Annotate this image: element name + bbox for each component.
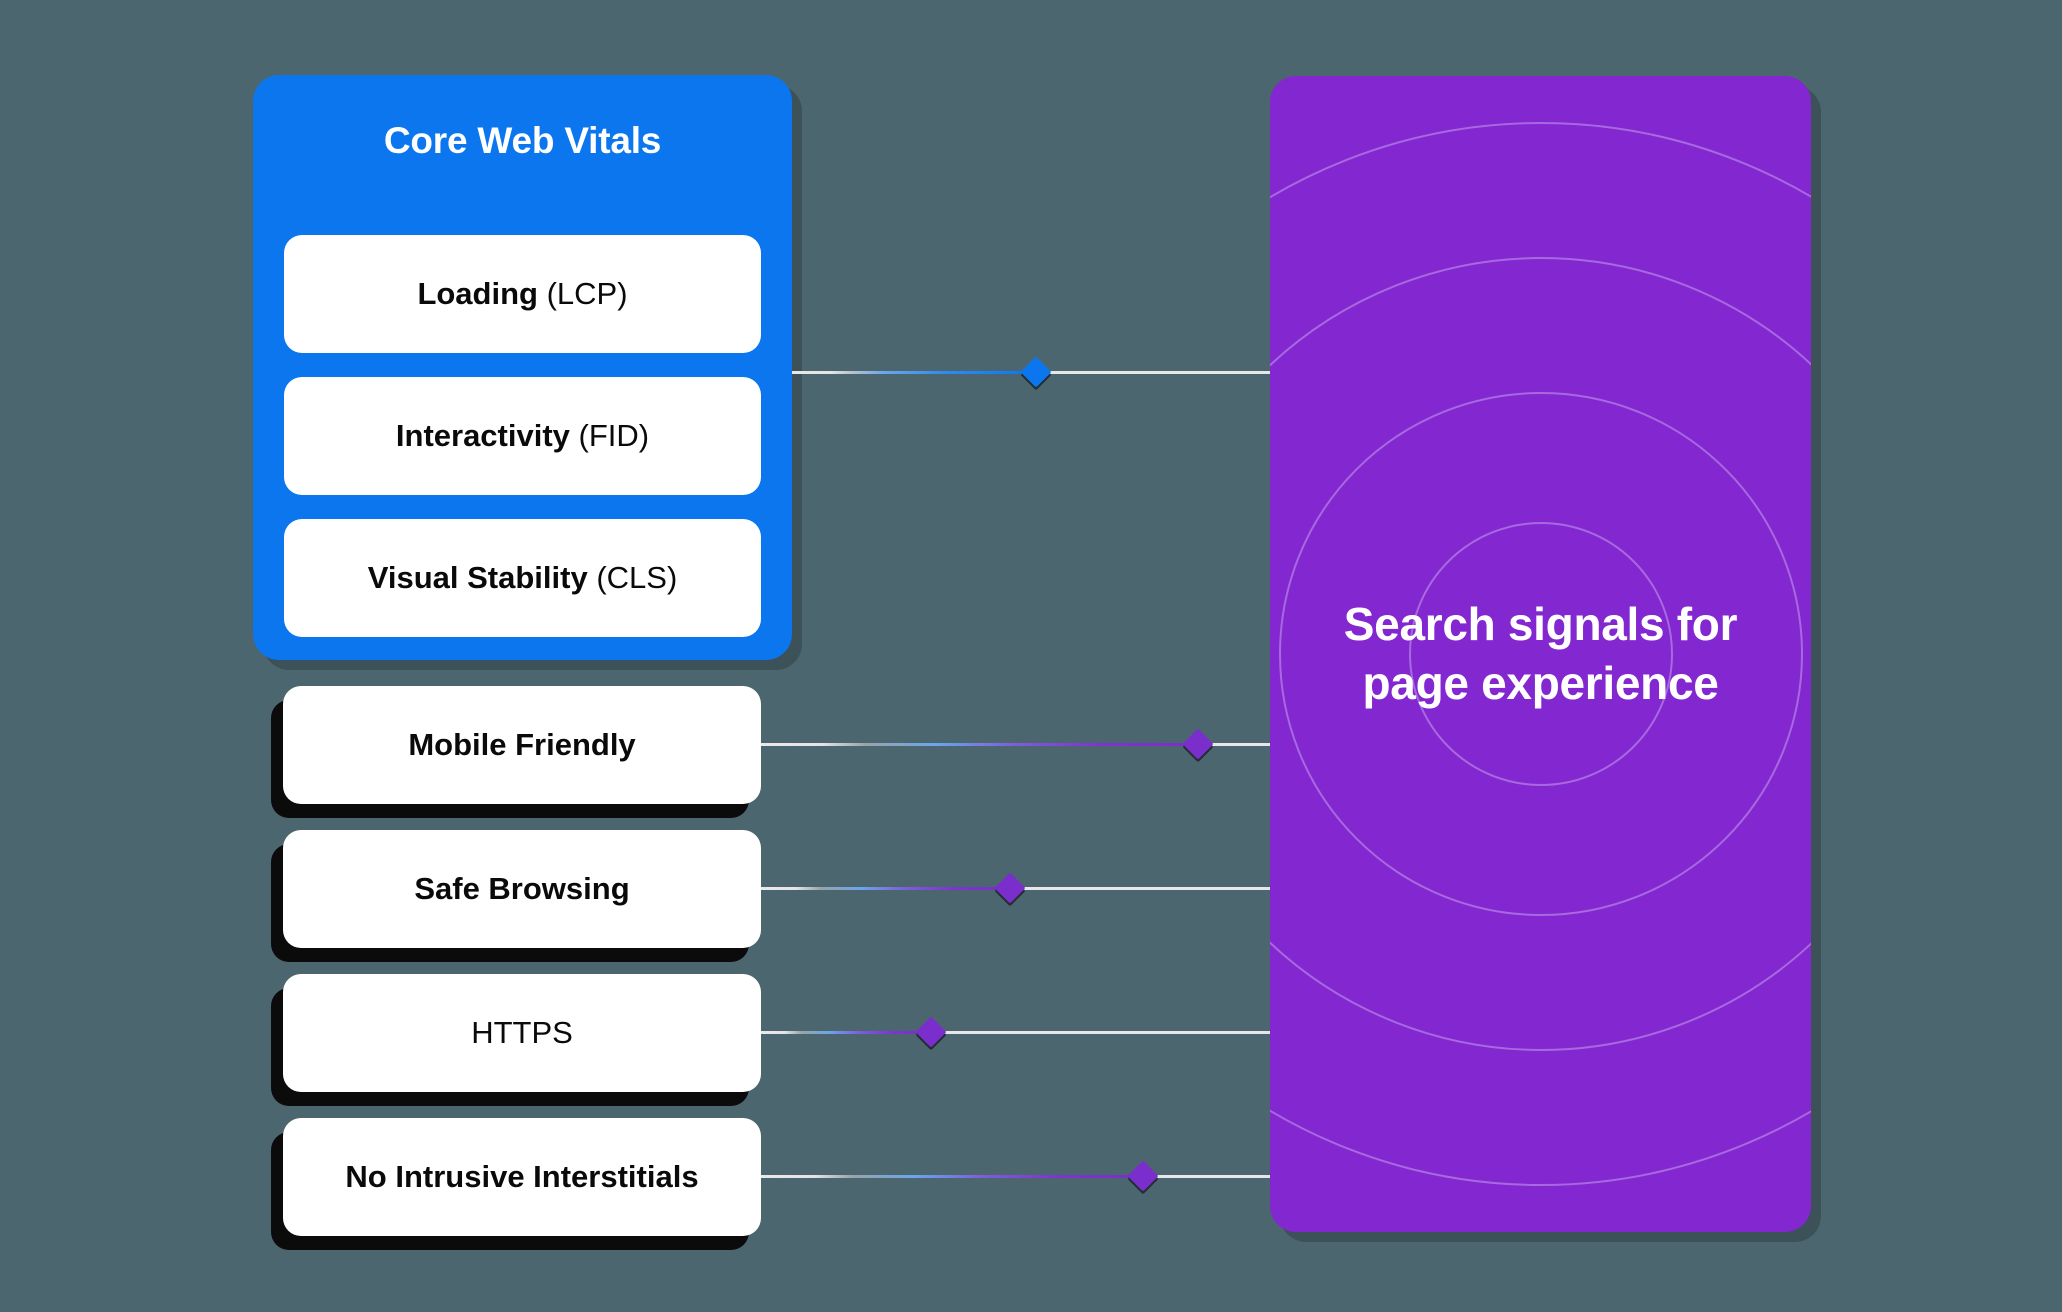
concentric-rings-decoration — [1270, 76, 1811, 1232]
connector-core-web-vitals-tail — [1036, 371, 1284, 374]
signal-card-label: HTTPS — [471, 1015, 573, 1050]
connector-https — [761, 1031, 931, 1034]
card-label-strong: Loading — [417, 276, 547, 311]
card-label-strong: Visual Stability — [367, 560, 597, 595]
connector-marker-https — [915, 1016, 947, 1048]
connector-core-web-vitals — [792, 371, 1036, 374]
signal-card-safe-browsing[interactable]: Safe Browsing — [283, 830, 761, 948]
card-label: Loading (LCP) — [417, 276, 627, 312]
core-web-vitals-card-loading[interactable]: Loading (LCP) — [284, 235, 761, 353]
core-web-vitals-card-interactivity[interactable]: Interactivity (FID) — [284, 377, 761, 495]
search-signals-panel: Search signals for page experience — [1270, 76, 1811, 1232]
connector-marker-no-intrusive-interstitials — [1127, 1160, 1159, 1192]
search-signals-title: Search signals for page experience — [1343, 598, 1738, 709]
core-web-vitals-card-list: Loading (LCP) Interactivity (FID) Visual… — [284, 235, 761, 637]
connector-mobile-friendly-tail — [1198, 743, 1284, 746]
card-label: Interactivity (FID) — [396, 418, 649, 454]
connector-safe-browsing-tail — [1010, 887, 1284, 890]
connector-no-intrusive-interstitials — [761, 1175, 1143, 1178]
card-label-light: (FID) — [578, 418, 650, 453]
signal-card-label: Safe Browsing — [414, 871, 630, 906]
signal-card-label: No Intrusive Interstitials — [345, 1159, 699, 1194]
signal-card-mobile-friendly[interactable]: Mobile Friendly — [283, 686, 761, 804]
card-label: Visual Stability (CLS) — [368, 560, 678, 596]
connector-safe-browsing — [761, 887, 1010, 890]
connector-mobile-friendly — [761, 743, 1198, 746]
connector-https-tail — [931, 1031, 1284, 1034]
connector-no-intrusive-interstitials-tail — [1143, 1175, 1284, 1178]
card-label-strong: Interactivity — [395, 418, 579, 453]
signal-card-https[interactable]: HTTPS — [283, 974, 761, 1092]
core-web-vitals-card-visual-stability[interactable]: Visual Stability (CLS) — [284, 519, 761, 637]
core-web-vitals-panel: Core Web Vitals Loading (LCP) Interactiv… — [253, 75, 792, 660]
connector-marker-safe-browsing — [994, 872, 1026, 904]
signal-card-label: Mobile Friendly — [408, 727, 636, 762]
signal-card-no-intrusive-interstitials[interactable]: No Intrusive Interstitials — [283, 1118, 761, 1236]
card-label-light: (LCP) — [546, 276, 628, 311]
connector-marker-mobile-friendly — [1182, 728, 1214, 760]
card-label-light: (CLS) — [596, 560, 678, 595]
core-web-vitals-title: Core Web Vitals — [383, 120, 662, 161]
connector-marker-core-web-vitals — [1020, 356, 1052, 388]
